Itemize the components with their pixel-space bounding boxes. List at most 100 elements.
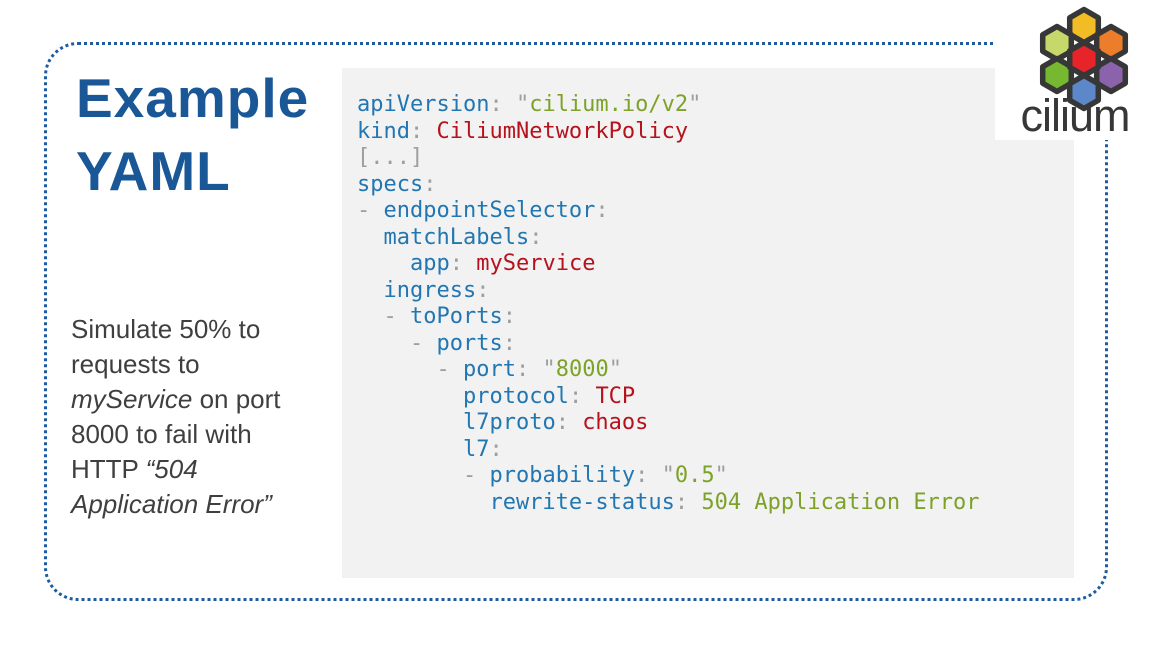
code-token-str: 8000 (555, 357, 609, 382)
code-token-txt (357, 251, 410, 276)
code-token-pun: : (449, 251, 477, 276)
code-token-txt (357, 384, 463, 409)
code-token-pun: [...] (357, 145, 424, 170)
code-token-str: cilium.io/v2 (529, 92, 689, 117)
description-run: 8000 to fail with (71, 419, 252, 449)
code-token-pun: : (595, 198, 609, 223)
code-token-key: rewrite-status (489, 489, 675, 515)
page-title: Example YAML (76, 62, 309, 208)
code-token-txt (357, 278, 384, 303)
code-token-pun: : (555, 410, 583, 435)
code-line: - endpointSelector: (357, 198, 1062, 225)
code-token-pun: : (502, 304, 516, 329)
code-line: rewrite-status: 504 Application Error (357, 490, 1062, 517)
code-token-pun: - (409, 330, 437, 356)
code-token-pun: : (489, 436, 503, 462)
code-line: apiVersion: "cilium.io/v2" (357, 92, 1062, 119)
code-token-key: app (409, 251, 450, 276)
cilium-logo-icon (1039, 6, 1129, 112)
code-token-key: ingress (383, 277, 477, 303)
code-token-str: 0.5 (674, 463, 715, 488)
description-run: “504 (145, 454, 198, 484)
code-token-pun: " (714, 463, 728, 488)
code-token-key: apiVersion (357, 92, 490, 117)
code-token-txt (357, 437, 463, 462)
code-token-key: port (462, 357, 516, 382)
code-line: matchLabels: (357, 225, 1062, 252)
description-run: myService (71, 384, 193, 414)
code-line: protocol: TCP (357, 384, 1062, 411)
description-run: Application Error” (71, 489, 272, 519)
code-token-pun: " (688, 92, 702, 117)
code-token-txt (357, 304, 384, 329)
code-line: specs: (357, 172, 1062, 199)
code-token-txt (357, 410, 463, 435)
code-token-pun: : " (515, 357, 556, 382)
description-line: myService on port (71, 382, 336, 417)
code-token-pun: - (462, 463, 490, 488)
code-token-val: TCP (595, 383, 636, 409)
code-token-val: chaos (582, 410, 649, 435)
description-line: HTTP “504 (71, 452, 336, 487)
code-token-pun: : (476, 277, 490, 303)
code-line: [...] (357, 145, 1062, 172)
description-run: Simulate 50% to (71, 314, 261, 344)
slide-dotted-border (44, 42, 1108, 601)
code-token-key: l7proto (462, 410, 556, 435)
code-token-txt (357, 490, 489, 515)
code-line: - port: "8000" (357, 357, 1062, 384)
code-line: kind: CiliumNetworkPolicy (357, 119, 1062, 146)
code-token-pun: : (409, 118, 437, 144)
description-line: Application Error” (71, 487, 336, 522)
cilium-wordmark: cilium (1020, 90, 1130, 141)
code-token-str: 504 Application Error (701, 489, 980, 515)
description-run: HTTP (71, 454, 146, 484)
code-token-pun: " (608, 357, 622, 382)
title-line-1: Example (76, 67, 310, 129)
code-line: - probability: "0.5" (357, 463, 1062, 490)
code-token-key: matchLabels (383, 224, 530, 250)
description-line: 8000 to fail with (71, 417, 336, 452)
code-token-key: toPorts (410, 304, 503, 329)
code-token-pun: : " (489, 92, 530, 117)
code-line: app: myService (357, 251, 1062, 278)
code-line: l7: (357, 437, 1062, 464)
code-token-key: ports (436, 330, 503, 356)
code-token-pun: - (436, 357, 463, 382)
code-token-txt (357, 225, 384, 250)
cilium-hexagon-center (1066, 39, 1102, 79)
code-token-txt (357, 357, 436, 382)
cilium-logo: cilium (995, 0, 1158, 150)
description-run: requests to (71, 349, 200, 379)
code-token-key: endpointSelector (383, 198, 596, 223)
code-line: l7proto: chaos (357, 410, 1062, 437)
code-token-key: l7 (462, 436, 490, 462)
description-line: requests to (71, 347, 336, 382)
description-run: on port (192, 384, 281, 414)
code-token-pun: - (357, 198, 384, 223)
cilium-hexagon-bottom (1066, 72, 1102, 112)
code-line: - ports: (357, 331, 1062, 358)
code-token-pun: - (383, 304, 410, 329)
code-token-pun: : (423, 171, 437, 197)
code-content: apiVersion: "cilium.io/v2"kind: CiliumNe… (357, 92, 1062, 516)
code-block: apiVersion: "cilium.io/v2"kind: CiliumNe… (342, 68, 1074, 578)
code-token-key: protocol (462, 383, 569, 409)
code-token-pun: : (502, 330, 516, 356)
code-token-key: probability (489, 463, 636, 488)
code-token-pun: : (568, 383, 596, 409)
code-token-pun: : (529, 224, 543, 250)
code-token-val: myService (476, 251, 596, 276)
title-line-2: YAML (76, 140, 231, 202)
code-token-pun: : " (635, 463, 675, 488)
code-token-val: CiliumNetworkPolicy (436, 118, 689, 144)
code-token-pun: : (674, 489, 702, 515)
code-line: - toPorts: (357, 304, 1062, 331)
code-token-key: kind (357, 118, 410, 144)
code-token-txt (357, 331, 410, 356)
description-line: Simulate 50% to (71, 312, 336, 347)
code-line: ingress: (357, 278, 1062, 305)
code-token-txt (357, 463, 463, 488)
